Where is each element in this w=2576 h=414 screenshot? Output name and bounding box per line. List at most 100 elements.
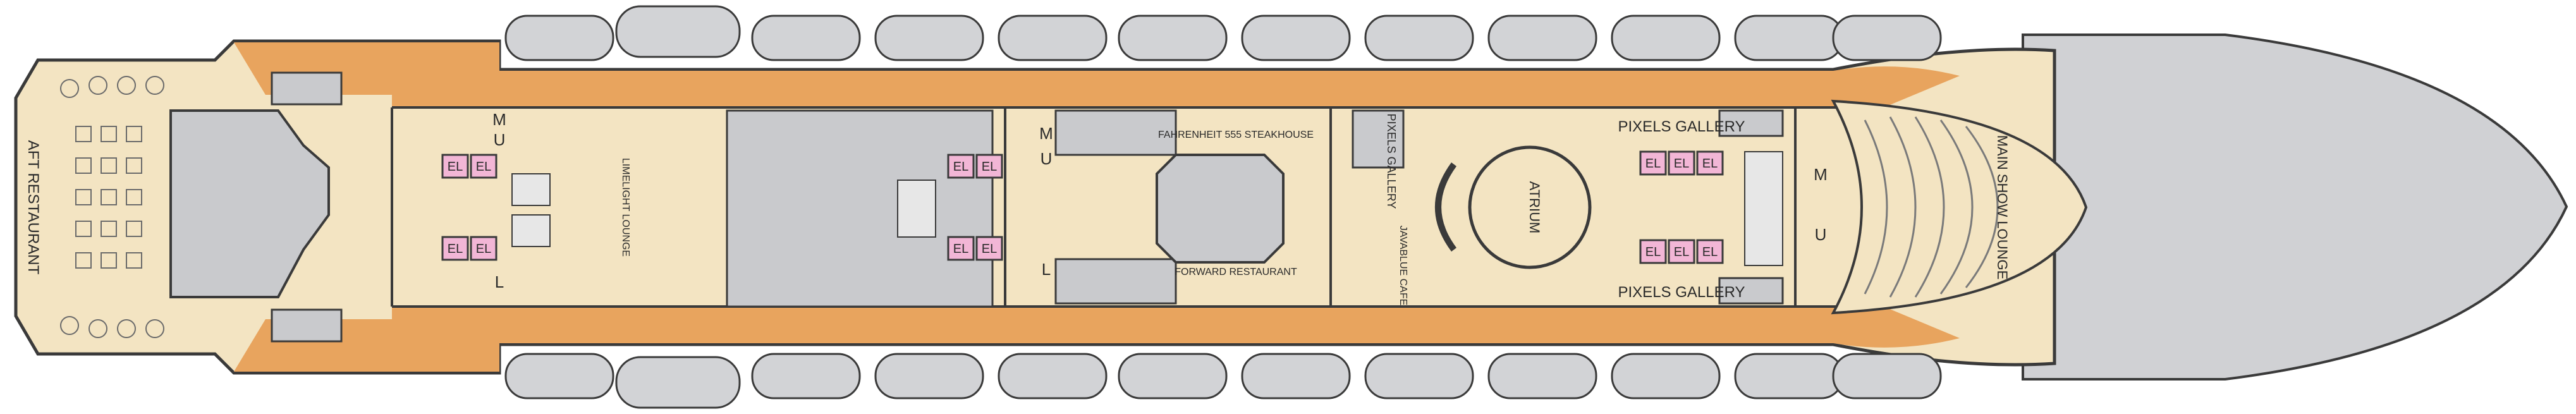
aft-galley xyxy=(169,109,330,298)
womens-restroom-label: U xyxy=(494,130,506,149)
main-show-lounge-label: MAIN SHOW LOUNGE xyxy=(1994,135,2010,280)
service-block xyxy=(1718,277,1784,305)
elevator xyxy=(1696,239,1724,264)
atrium-label: ATRIUM xyxy=(1527,181,1542,234)
womens-restroom-label: U xyxy=(1041,149,1053,168)
stairs xyxy=(511,151,1783,266)
lifeboat xyxy=(1611,15,1721,61)
lifeboat xyxy=(1364,15,1474,61)
elevators xyxy=(441,150,1724,264)
lifeboat xyxy=(1734,353,1844,399)
lifeboat xyxy=(1487,353,1597,399)
elevator-label: EL xyxy=(953,242,968,256)
javablue-label: JAVABLUE CAFE xyxy=(1398,226,1408,306)
forward-restaurant-label: FORWARD RESTAURANT xyxy=(1175,267,1297,277)
lifeboat xyxy=(874,353,984,399)
lifeboat xyxy=(998,15,1108,61)
lifeboat xyxy=(1832,15,1942,61)
promenade-top xyxy=(234,42,1960,107)
lifeboat xyxy=(1734,15,1844,61)
aft-service-bottom xyxy=(271,308,343,343)
forward-galley xyxy=(1156,154,1285,264)
elevator-label: EL xyxy=(1674,245,1689,259)
atrium xyxy=(1468,145,1592,269)
stair xyxy=(511,214,551,247)
stair xyxy=(897,180,936,238)
ladies-restroom-label: L xyxy=(1042,260,1051,279)
elevator-label: EL xyxy=(953,160,968,174)
service-block xyxy=(1718,109,1784,137)
elevator-label: EL xyxy=(448,242,463,256)
service-areas xyxy=(726,109,1784,308)
aft-service-top xyxy=(271,71,343,106)
lifeboat xyxy=(615,356,741,409)
deck-outline xyxy=(14,39,2056,375)
promenade-bottom xyxy=(234,307,1960,372)
elevator-label: EL xyxy=(1645,157,1661,171)
elevator-label: EL xyxy=(982,160,997,174)
stair xyxy=(511,173,551,206)
elevator xyxy=(441,236,469,261)
atrium-staircase xyxy=(1435,162,1457,252)
elevator-label: EL xyxy=(1674,157,1689,171)
elevator-labels: EL EL EL EL EL EL EL EL EL EL EL EL EL E… xyxy=(448,157,1718,259)
aft-restaurant-seating xyxy=(60,76,164,338)
service-block xyxy=(1054,258,1177,305)
service-block xyxy=(1054,109,1177,156)
elevator xyxy=(1668,150,1695,176)
elevator xyxy=(470,154,497,179)
lifeboat xyxy=(1118,353,1228,399)
elevator xyxy=(441,154,469,179)
restroom-labels: M U L M U L M U xyxy=(492,110,1828,291)
elevator-label: EL xyxy=(982,242,997,256)
elevator-label: EL xyxy=(1645,245,1661,259)
pixels-gallery-top-label: PIXELS GALLERY xyxy=(1618,118,1745,135)
elevator xyxy=(947,154,975,179)
fahrenheit-label: FAHRENHEIT 555 STEAKHOUSE xyxy=(1158,130,1314,140)
stair xyxy=(1744,151,1783,266)
lifeboat xyxy=(504,353,614,399)
mens-restroom-label: M xyxy=(492,110,506,129)
lifeboats-bottom xyxy=(504,353,1942,409)
lifeboat xyxy=(1364,353,1474,399)
mens-restroom-label: M xyxy=(1814,165,1828,184)
service-block xyxy=(726,109,994,308)
elevator xyxy=(947,236,975,261)
theater-seating xyxy=(1864,116,1999,298)
bow-hull xyxy=(2022,33,2568,381)
lifeboat xyxy=(751,353,861,399)
lifeboat xyxy=(874,15,984,61)
lifeboats-top xyxy=(504,5,1942,61)
lifeboat xyxy=(504,15,614,61)
elevator-label: EL xyxy=(476,160,491,174)
elevator xyxy=(470,236,497,261)
elevator-label: EL xyxy=(448,160,463,174)
pixels-gallery-bottom-label: PIXELS GALLERY xyxy=(1618,284,1745,301)
elevator xyxy=(1639,150,1667,176)
lifeboat xyxy=(1241,15,1351,61)
lifeboat xyxy=(615,5,741,58)
elevator xyxy=(1639,239,1667,264)
interior-walls xyxy=(391,106,1896,308)
elevator-label: EL xyxy=(476,242,491,256)
elevator-label: EL xyxy=(1702,245,1718,259)
womens-restroom-label: U xyxy=(1815,225,1827,244)
main-show-lounge xyxy=(1831,99,2088,315)
pixels-gallery-vertical-label: PIXELS GALLERY xyxy=(1385,114,1398,209)
lifeboat xyxy=(1241,353,1351,399)
elevator xyxy=(975,154,1003,179)
ladies-restroom-label: L xyxy=(495,272,504,291)
elevator xyxy=(975,236,1003,261)
lifeboat xyxy=(1487,15,1597,61)
elevator xyxy=(1668,239,1695,264)
elevator xyxy=(1696,150,1724,176)
aft-restaurant-label: AFT RESTAURANT xyxy=(25,140,42,275)
mens-restroom-label: M xyxy=(1039,124,1053,143)
lifeboat xyxy=(751,15,861,61)
limelight-lounge-label: LIMELIGHT LOUNGE xyxy=(620,158,631,257)
elevator-label: EL xyxy=(1702,157,1718,171)
lifeboat xyxy=(1611,353,1721,399)
lifeboat xyxy=(998,353,1108,399)
lifeboat xyxy=(1118,15,1228,61)
